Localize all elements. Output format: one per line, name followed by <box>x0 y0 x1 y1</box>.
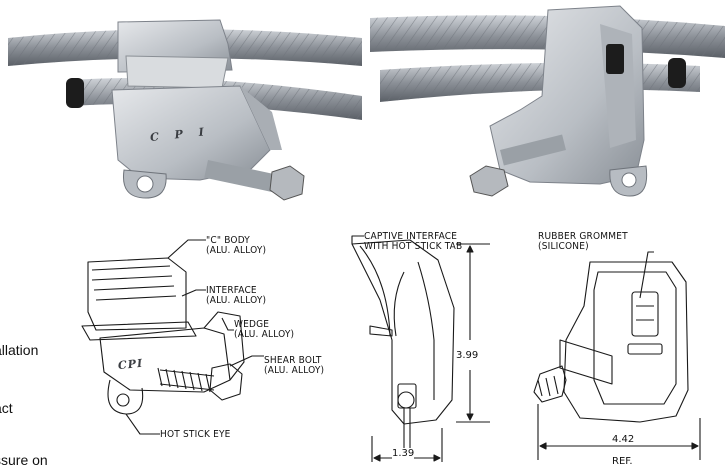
label-c-body: "C" BODY (ALU. ALLOY) <box>206 236 266 256</box>
cut-text-1: allation <box>0 342 39 358</box>
label-shear-bolt-name: SHEAR BOLT <box>264 355 322 366</box>
label-captive-interface: CAPTIVE INTERFACE WITH HOT STICK TAB <box>364 232 462 252</box>
label-c-body-material: (ALU. ALLOY) <box>206 245 267 256</box>
label-hot-stick-eye: HOT STICK EYE <box>160 429 231 440</box>
label-rubber-grommet-name: RUBBER GROMMET <box>538 231 628 242</box>
dimension-ref: REF. <box>612 456 633 467</box>
label-wedge: WEDGE (ALU. ALLOY) <box>234 320 294 340</box>
label-shear-bolt-material: (ALU. ALLOY) <box>264 365 325 376</box>
label-wedge-material: (ALU. ALLOY) <box>234 329 295 340</box>
label-rubber-grommet: RUBBER GROMMET (SILICONE) <box>538 232 628 252</box>
dimension-height: 3.99 <box>454 350 481 361</box>
label-captive-interface-line1: CAPTIVE INTERFACE <box>364 231 458 242</box>
label-c-body-name: "C" BODY <box>206 235 250 246</box>
cut-text-3: ssure on <box>0 452 48 468</box>
dimension-width: 1.39 <box>392 448 415 459</box>
photo-right-connector <box>370 0 725 210</box>
drawing-left-brand: CPI <box>117 356 144 373</box>
label-wedge-name: WEDGE <box>234 319 270 330</box>
label-shear-bolt: SHEAR BOLT (ALU. ALLOY) <box>264 356 324 376</box>
label-rubber-grommet-material: (SILICONE) <box>538 241 589 252</box>
dimension-overall-width: 4.42 <box>612 434 635 445</box>
label-interface: INTERFACE (ALU. ALLOY) <box>206 286 266 306</box>
label-interface-name: INTERFACE <box>206 285 257 296</box>
photo-left-connector: C P I <box>0 0 362 210</box>
label-captive-interface-line2: WITH HOT STICK TAB <box>364 241 463 252</box>
label-interface-material: (ALU. ALLOY) <box>206 295 267 306</box>
cut-text-2: act <box>0 400 13 416</box>
